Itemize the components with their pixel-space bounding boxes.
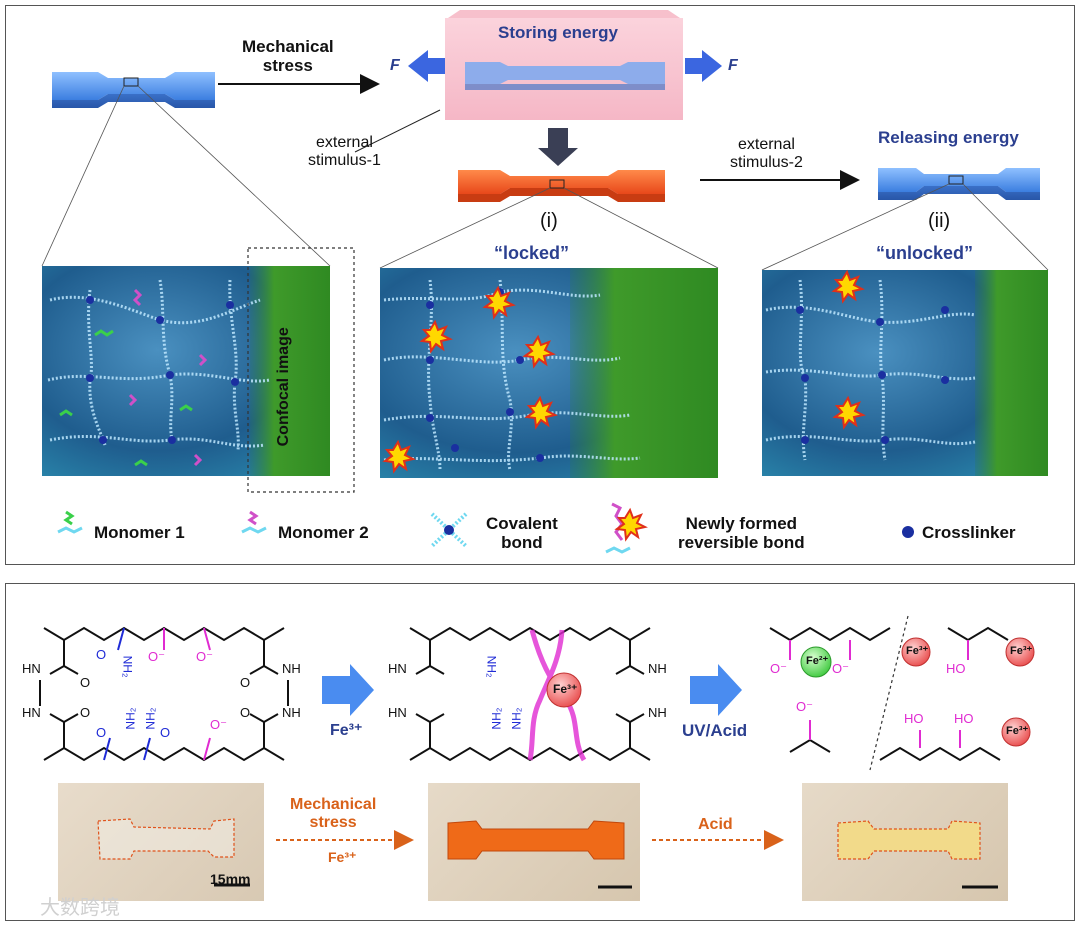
stimulus-pointer xyxy=(354,109,441,153)
unlocked-label: “unlocked” xyxy=(876,243,974,263)
nh-label: NH xyxy=(648,661,667,676)
o-minus-label: O⁻ xyxy=(796,699,813,714)
fe3-ion-label: Fe³⁺ xyxy=(553,682,578,696)
hn-label: HN xyxy=(388,705,407,720)
down-arrow xyxy=(538,128,578,166)
fe3-ion-complexed xyxy=(546,672,582,708)
gel-sample-locked xyxy=(458,170,665,202)
scale-bar-label: 15mm xyxy=(210,871,251,887)
nh2-label: NH₂ xyxy=(120,655,135,678)
o-minus-label: O⁻ xyxy=(148,649,165,664)
legend-icon-monomer-1 xyxy=(57,510,83,534)
o-label-amide: O xyxy=(160,725,171,740)
fe3-ion-product xyxy=(901,637,931,667)
fe3-step-label: Fe³⁺ xyxy=(330,722,363,739)
nh2-label: NH₂ xyxy=(484,655,499,678)
nh2-label: NH₂ xyxy=(123,707,138,730)
photo-unlocked-gel xyxy=(802,783,1008,901)
legend-crosslinker: Crosslinker xyxy=(922,523,1016,542)
confocal-box xyxy=(247,247,355,493)
fe3-ion-product xyxy=(1005,637,1035,667)
force-label-right: F xyxy=(728,57,738,74)
o-label-amide: O xyxy=(96,725,107,740)
ho-label: HO xyxy=(904,711,924,726)
label-ii: (ii) xyxy=(928,210,951,232)
zoom-line xyxy=(137,85,331,267)
external-stimulus-1-label: external stimulus-1 xyxy=(308,134,381,169)
chemical-structure-free xyxy=(39,626,289,762)
locked-label: “locked” xyxy=(494,243,570,263)
uv-acid-label: UV/Acid xyxy=(682,721,748,740)
label-i: (i) xyxy=(540,210,558,232)
confocal-image-label: Confocal image xyxy=(275,327,293,447)
fe3-ion-label: Fe³⁺ xyxy=(1006,725,1029,737)
photo-mechanical-stress-label: Mechanical stress xyxy=(290,796,377,831)
o-label: O xyxy=(240,675,251,690)
legend-icon-crosslinker xyxy=(902,526,914,538)
fe3-ion-label: Fe³⁺ xyxy=(1010,645,1033,657)
nh2-label: NH₂ xyxy=(143,707,158,730)
network-panel-locked xyxy=(380,268,718,478)
mechanical-stress-label: Mechanical stress xyxy=(242,37,334,75)
storing-energy-box xyxy=(445,10,683,120)
legend-monomer-1: Monomer 1 xyxy=(94,523,185,542)
o-label-amide: O xyxy=(96,647,107,662)
legend-icon-monomer-2 xyxy=(241,510,267,534)
o-minus-label: O⁻ xyxy=(196,649,213,664)
network-panel-original xyxy=(42,266,330,476)
legend-icon-reversible-bond xyxy=(605,502,648,554)
photo-fe3-label: Fe³⁺ xyxy=(328,849,357,865)
nh2-label: NH₂ xyxy=(509,707,524,730)
ho-label: HO xyxy=(946,661,966,676)
legend-reversible-bond: Newly formed reversible bond xyxy=(678,514,805,552)
nh2-label: NH₂ xyxy=(489,707,504,730)
fe3-ion-label: Fe³⁺ xyxy=(906,645,929,657)
storing-energy-label: Storing energy xyxy=(498,23,618,42)
force-label-left: F xyxy=(390,57,400,74)
external-stimulus-2-label: external stimulus-2 xyxy=(730,136,803,171)
zoom-line xyxy=(41,85,125,267)
legend-covalent-bond: Covalent bond xyxy=(486,514,558,552)
o-label: O xyxy=(240,705,251,720)
o-minus-label: O⁻ xyxy=(770,661,787,676)
photo-acid-label: Acid xyxy=(698,816,733,833)
force-arrow-right xyxy=(685,50,722,82)
nh-label: NH xyxy=(282,661,301,676)
gel-sample-unlocked xyxy=(878,168,1040,200)
o-minus-label: O⁻ xyxy=(210,717,227,732)
photo-locked-gel xyxy=(428,783,640,901)
watermark: 大数跨境 xyxy=(40,895,120,919)
network-panel-unlocked xyxy=(762,269,1048,476)
legend-icon-covalent-bond xyxy=(430,512,468,548)
o-label: O xyxy=(80,705,91,720)
hn-label: HN xyxy=(22,661,41,676)
fe3-ion-product xyxy=(1001,717,1031,747)
legend-monomer-2: Monomer 2 xyxy=(278,523,369,542)
nh-label: NH xyxy=(282,705,301,720)
ho-label: HO xyxy=(954,711,974,726)
nh-label: NH xyxy=(648,705,667,720)
releasing-energy-label: Releasing energy xyxy=(878,128,1019,147)
o-label: O xyxy=(80,675,91,690)
fe3-step-arrow xyxy=(322,664,374,716)
hn-label: HN xyxy=(22,705,41,720)
gel-sample-original xyxy=(52,72,215,108)
force-arrow-left xyxy=(408,50,445,82)
fe2-ion-label: Fe²⁺ xyxy=(806,655,829,667)
uv-acid-step-arrow xyxy=(690,664,742,716)
o-minus-label: O⁻ xyxy=(832,661,849,676)
product-structures xyxy=(769,615,1009,771)
photo-original-gel xyxy=(58,783,264,901)
fe2-ion xyxy=(800,646,832,678)
hn-label: HN xyxy=(388,661,407,676)
